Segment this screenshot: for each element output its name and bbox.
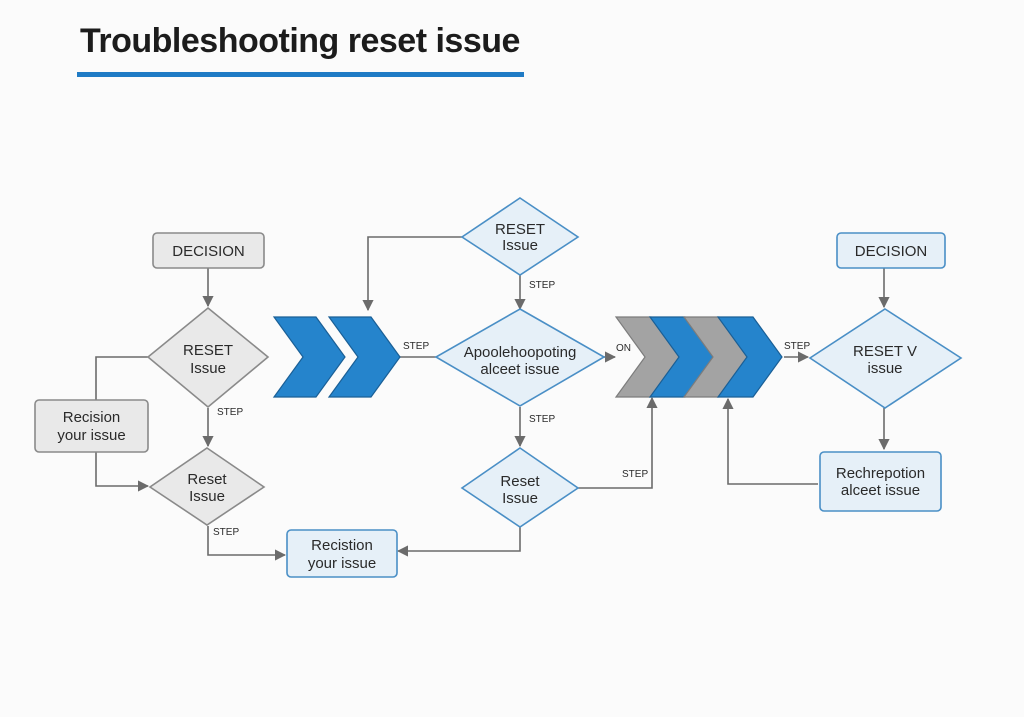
edge-labels: STEP STEP STEP STEP STEP STEP ON STEP — [213, 280, 810, 538]
title-underline — [77, 72, 524, 77]
node-label: your issue — [57, 427, 125, 444]
reset-issue-diamond-center-lower: Reset Issue — [460, 447, 580, 528]
chevron-arrow-icon — [327, 316, 401, 398]
apoolehoopoting-diamond: Apoolehoopoting alceet issue — [434, 308, 606, 407]
edge-reset-top-to-chevrons — [362, 236, 462, 312]
chevron-arrow-icon — [716, 316, 783, 398]
chevron-group-right — [614, 316, 783, 398]
node-label: issue — [867, 360, 902, 377]
node-label: alceet issue — [841, 482, 920, 499]
node-label: RESET — [495, 221, 545, 238]
node-label: Reset — [187, 471, 227, 488]
node-label: DECISION — [855, 243, 928, 260]
edge-label-step: STEP — [529, 414, 555, 425]
reset-issue-diamond-left-upper: RESET Issue — [146, 306, 270, 409]
edge-recision-to-reset-lower — [95, 452, 150, 492]
rechrepotion-box: Rechrepotion alceet issue — [819, 451, 942, 512]
edge-reset-center-to-recistion — [396, 527, 521, 557]
node-label: Recistion — [311, 537, 373, 554]
decision-box-right: DECISION — [836, 232, 946, 269]
node-label: Recision — [63, 409, 121, 426]
page-title: Troubleshooting reset issue — [80, 22, 520, 60]
node-label: Issue — [189, 488, 225, 505]
node-label: Rechrepotion — [836, 465, 925, 482]
reset-v-issue-diamond: RESET V issue — [808, 308, 963, 409]
edge-label-on: ON — [616, 343, 631, 354]
edge-reset-lower-to-recistion — [207, 526, 287, 561]
edge-rechrepotion-to-chevrons — [722, 397, 818, 485]
reset-issue-diamond-left-lower: Reset Issue — [148, 447, 266, 526]
node-label: Reset — [500, 473, 540, 490]
recision-box-left: Recision your issue — [34, 399, 149, 453]
chevron-arrow-icon — [272, 316, 346, 398]
node-label: RESET — [183, 342, 233, 359]
recistion-box-bottom: Recistion your issue — [286, 529, 398, 578]
node-label: RESET V — [853, 343, 917, 360]
node-label: Issue — [190, 360, 226, 377]
node-label: alceet issue — [480, 361, 559, 378]
node-label: DECISION — [172, 243, 245, 260]
node-label: your issue — [308, 555, 376, 572]
edge-label-step: STEP — [529, 280, 555, 291]
chevron-group-left — [272, 316, 401, 398]
edge-label-step: STEP — [217, 407, 243, 418]
node-label: Issue — [502, 237, 538, 254]
edge-reset-left-to-recision — [95, 356, 148, 400]
node-label: Apoolehoopoting — [464, 344, 577, 361]
reset-issue-diamond-top: RESET Issue — [460, 197, 580, 276]
edge-label-step: STEP — [622, 469, 648, 480]
edges — [95, 236, 890, 561]
node-label: Issue — [502, 490, 538, 507]
edge-reset-center-to-chevrons — [578, 396, 658, 489]
edge-label-step: STEP — [784, 341, 810, 352]
edge-label-step: STEP — [403, 341, 429, 352]
edge-label-step: STEP — [213, 527, 239, 538]
decision-box-left: DECISION — [152, 232, 265, 269]
